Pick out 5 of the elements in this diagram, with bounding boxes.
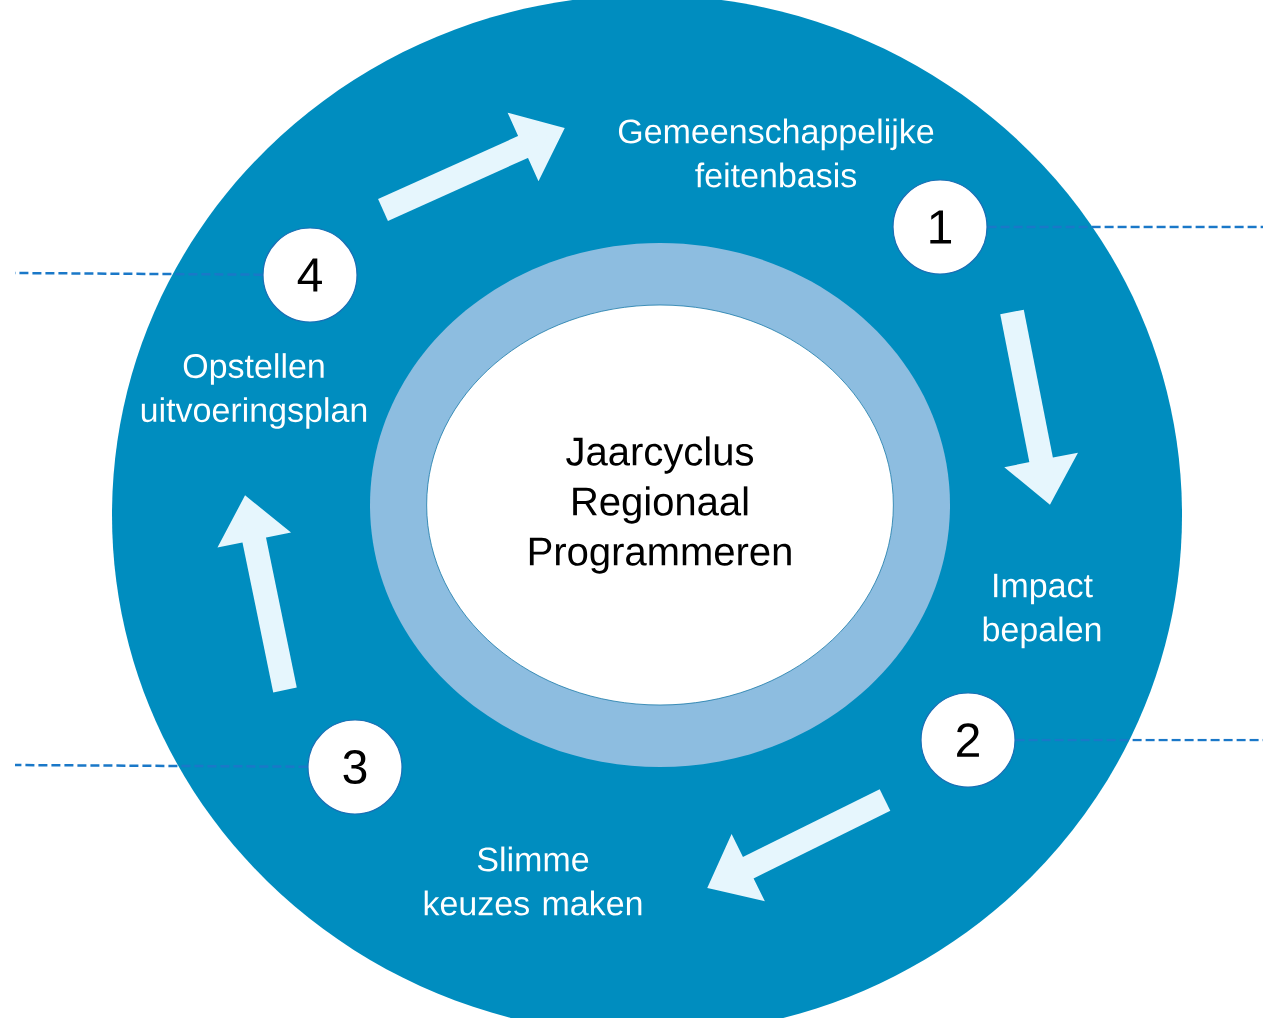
step-label: Impact bepalen	[983, 573, 1101, 649]
step-label: Slimme keuzes maken	[424, 846, 642, 916]
dashed-line	[15, 763, 308, 768]
dashed-line	[987, 225, 1263, 229]
step-label: Opstellen uitvoeringsplan	[141, 353, 367, 429]
